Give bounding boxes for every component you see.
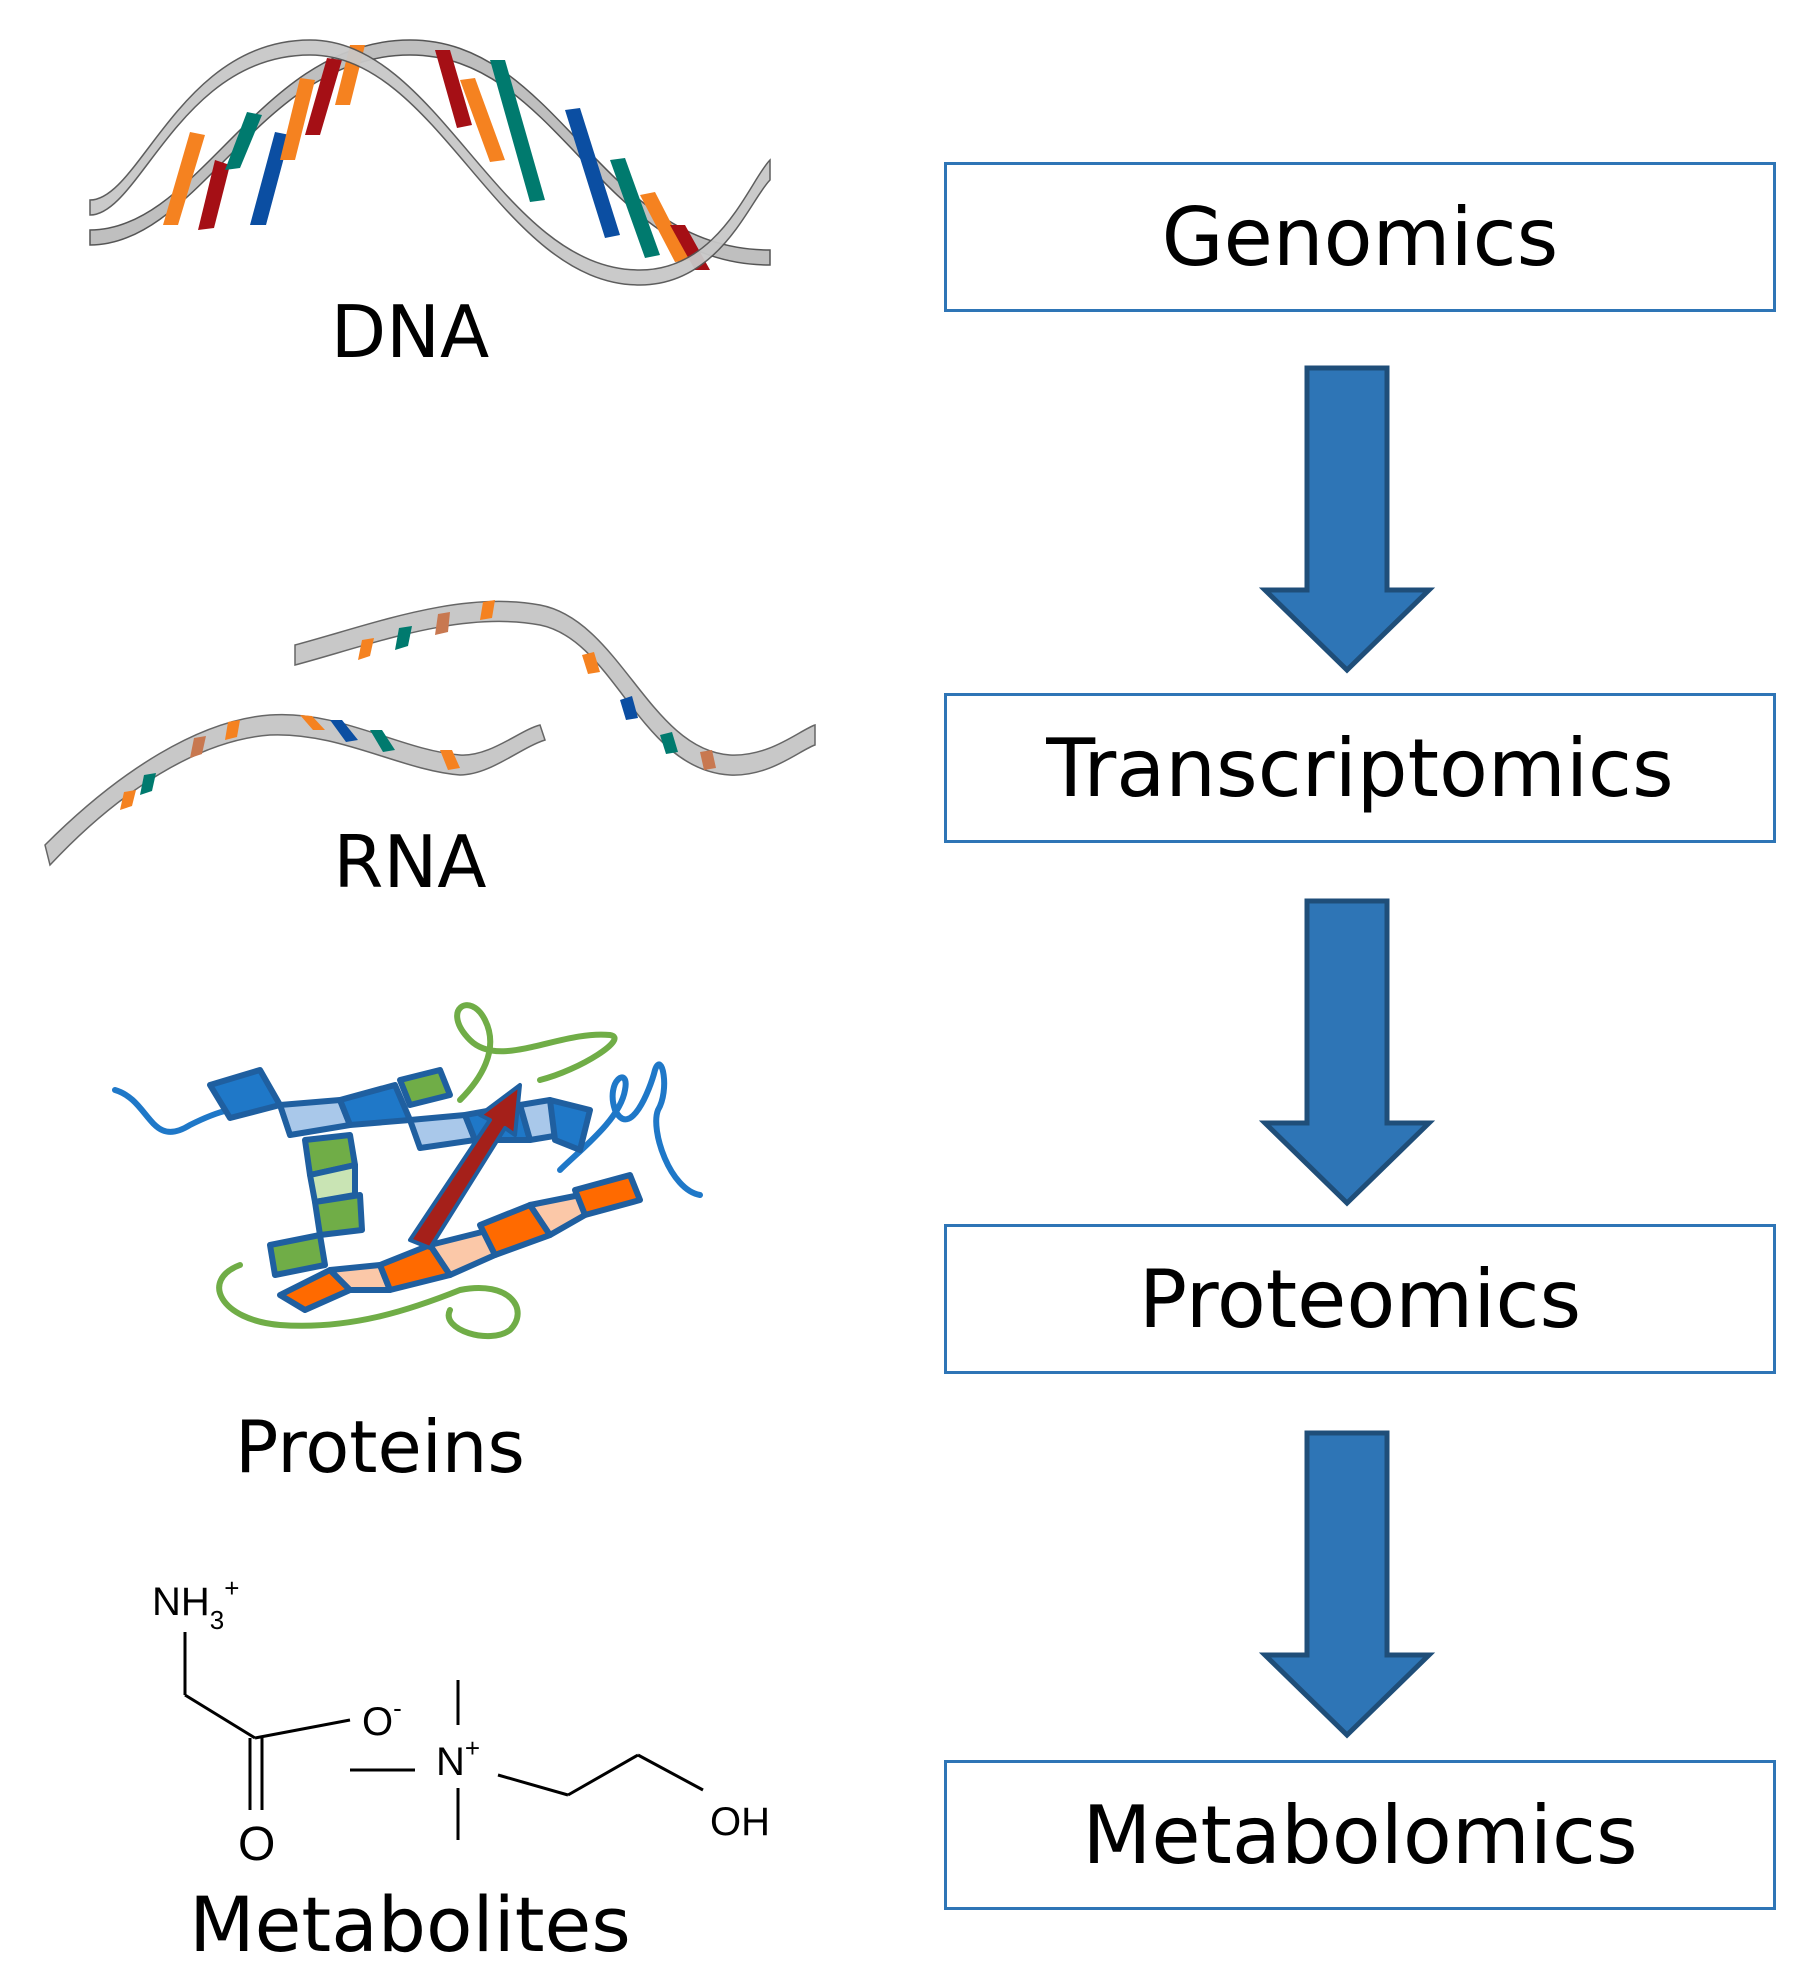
dna-illustration bbox=[89, 39, 771, 286]
nitrogen-label: N+ bbox=[436, 1733, 480, 1784]
proteomics-box: Proteomics bbox=[944, 1224, 1776, 1374]
genomics-box: Genomics bbox=[944, 162, 1776, 312]
protein-helix-orange bbox=[277, 1172, 643, 1313]
protein-helix-green bbox=[267, 1067, 453, 1278]
genomics-label: Genomics bbox=[1161, 190, 1559, 284]
flow-arrow-3 bbox=[1258, 1430, 1436, 1739]
metabolomics-label: Metabolomics bbox=[1082, 1788, 1638, 1882]
rna-illustration bbox=[44, 600, 816, 867]
dna-strand-front bbox=[89, 39, 771, 286]
protein-helix-blue bbox=[207, 1067, 593, 1153]
flow-arrow-2 bbox=[1258, 898, 1436, 1207]
bonds bbox=[183, 1632, 704, 1840]
protein-beta-arrow bbox=[408, 1083, 522, 1250]
metabolites-label: Metabolites bbox=[189, 1880, 631, 1969]
metabolite-structure: NH3+ O- O N+ OH bbox=[152, 1573, 770, 1871]
proteins-label: Proteins bbox=[235, 1405, 525, 1489]
transcriptomics-label: Transcriptomics bbox=[1046, 721, 1674, 815]
flow-arrow-1 bbox=[1258, 365, 1436, 674]
protein-green-loop-top bbox=[454, 1002, 618, 1103]
protein-illustration bbox=[112, 1002, 703, 1340]
dna-label: DNA bbox=[330, 290, 490, 374]
hydroxyl-label: OH bbox=[710, 1800, 770, 1844]
dna-strand-back bbox=[89, 39, 771, 266]
transcriptomics-box: Transcriptomics bbox=[944, 693, 1776, 843]
metabolomics-box: Metabolomics bbox=[944, 1760, 1776, 1910]
carboxylate-oxygen: O- bbox=[362, 1693, 402, 1744]
rna-bases bbox=[120, 600, 716, 810]
amine-label: NH3+ bbox=[152, 1573, 239, 1635]
dna-base-pairs bbox=[163, 45, 710, 270]
rna-strand-upper bbox=[294, 600, 816, 776]
rna-label: RNA bbox=[333, 820, 487, 904]
carbonyl-oxygen: O bbox=[238, 1818, 275, 1871]
rna-strand-lower bbox=[44, 713, 546, 867]
proteomics-label: Proteomics bbox=[1138, 1252, 1582, 1346]
protein-green-loop-bottom bbox=[216, 1262, 521, 1340]
